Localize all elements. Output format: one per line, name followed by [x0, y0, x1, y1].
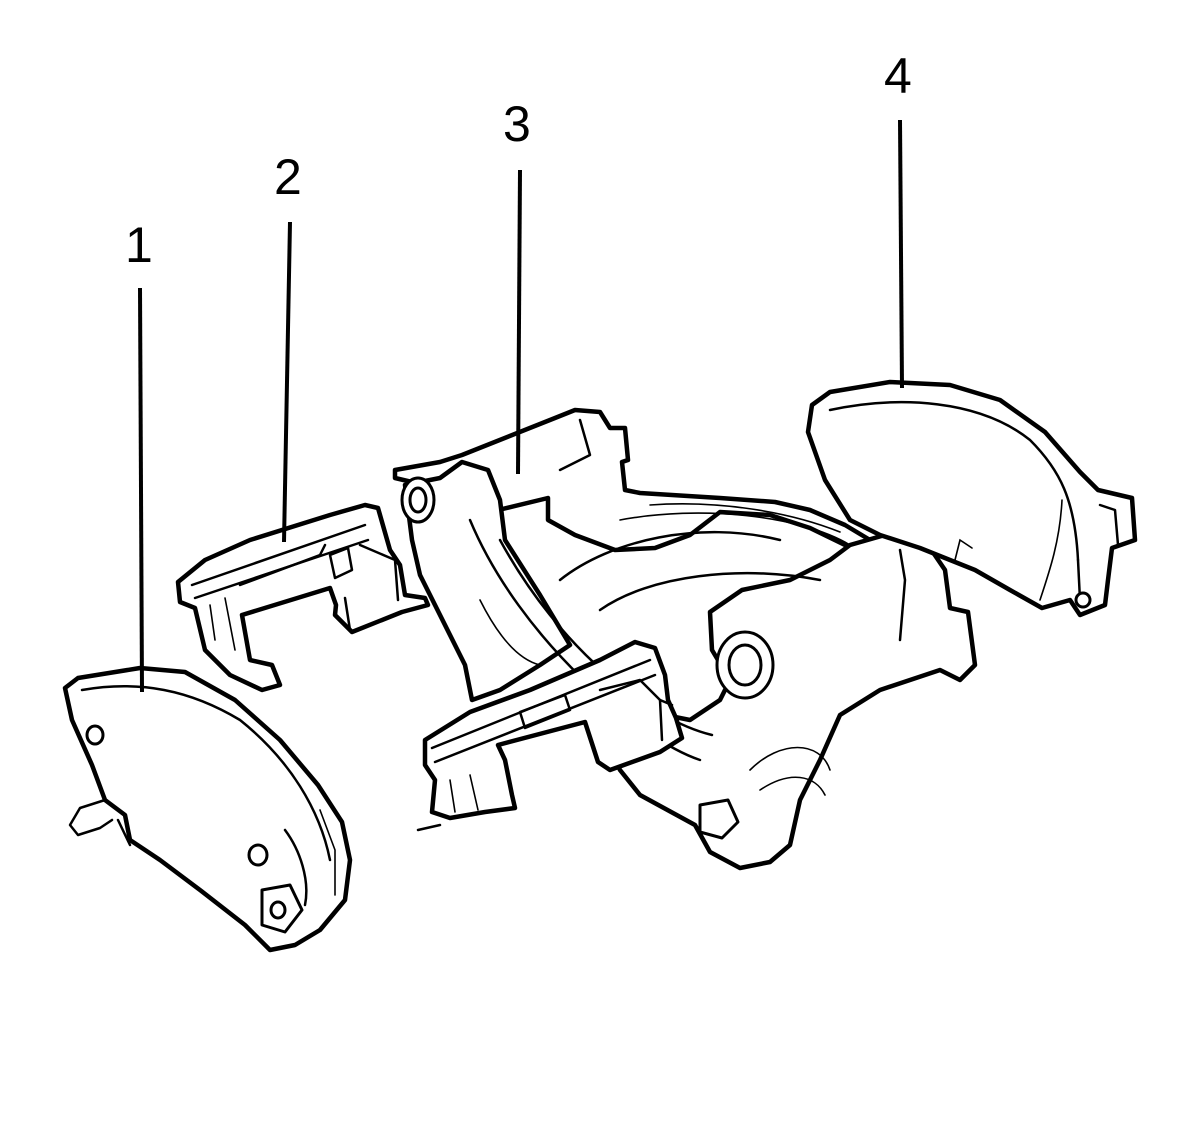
callout-number-1: 1	[125, 217, 153, 273]
callout-leader-2	[282, 221, 292, 543]
pad-clip-part-2-lower	[416, 639, 685, 832]
pad-clip-part-2-upper	[175, 502, 431, 693]
callout-leader-3	[516, 169, 522, 475]
callout-number-3: 3	[503, 96, 531, 152]
callout-leader-4	[898, 119, 904, 389]
callout-number-2: 2	[274, 149, 302, 205]
brake-pad-part-1	[62, 665, 353, 953]
brake-pad-part-4	[805, 379, 1138, 618]
callout-leader-1	[138, 287, 144, 693]
callout-number-4: 4	[884, 48, 912, 104]
